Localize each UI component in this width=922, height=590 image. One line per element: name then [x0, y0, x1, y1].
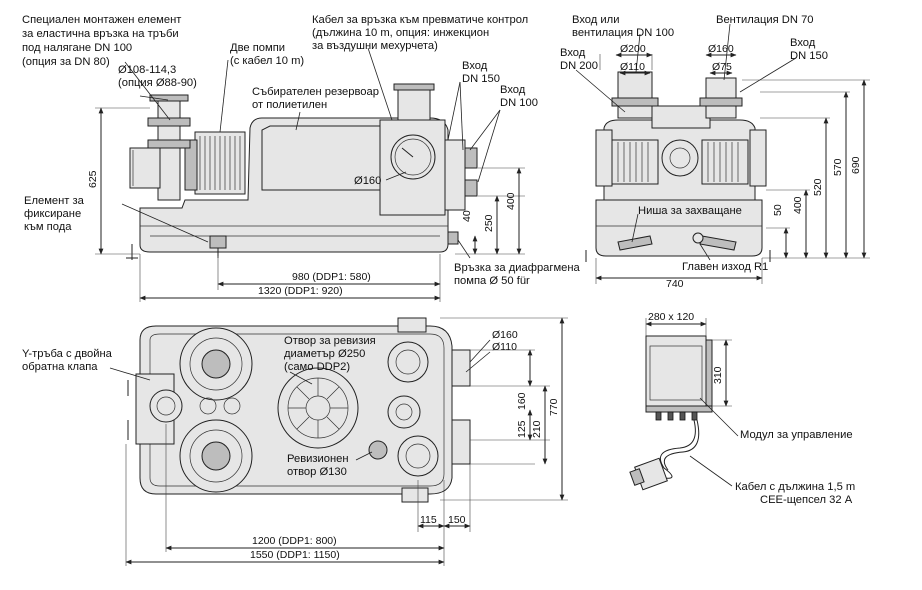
label-inlet-dn150: Вход DN 150	[462, 60, 500, 85]
dim-625: 625	[87, 170, 99, 188]
dim-310: 310	[712, 366, 724, 384]
label-diaphragm: Връзка за диафрагмена помпа Ø 50 für	[454, 262, 583, 287]
dim-1320: 1320 (DDP1: 920)	[258, 285, 343, 297]
label-inlet-dn150-right: Вход DN 150	[790, 37, 828, 62]
label-dia-110-plan: Ø110	[492, 341, 517, 353]
plan-view: 770 210 160 125 115 150 1200 (DDP1: 800)…	[109, 317, 568, 566]
label-y-pipe: Y-тръба с двойна обратна клапа	[22, 348, 115, 373]
dim-740: 740	[666, 278, 684, 290]
label-two-pumps: Две помпи (с кабел 10 m)	[230, 42, 304, 67]
dim-520: 520	[812, 178, 824, 196]
dim-50: 50	[772, 204, 784, 216]
label-main-outlet: Главен изход R1	[682, 261, 768, 273]
label-inlet-dn200: Вход DN 200	[560, 47, 598, 72]
dim-690: 690	[850, 156, 862, 174]
label-flange-diameter: Ø108-114,3 (опция Ø88-90)	[118, 64, 197, 89]
label-grip-niche: Ниша за захващане	[638, 205, 742, 217]
dim-1550: 1550 (DDP1: 1150)	[250, 549, 340, 561]
dim-125: 125	[516, 420, 528, 438]
label-dia-160-top: Ø160	[708, 43, 734, 55]
label-revision-opening: Ревизионен отвор Ø130	[287, 453, 352, 478]
dim-400-side: 400	[505, 192, 517, 210]
dim-210: 210	[531, 420, 543, 438]
label-mount-element: Специален монтажен елемент за еластична …	[22, 14, 185, 68]
dim-1200: 1200 (DDP1: 800)	[252, 535, 337, 547]
label-dia-160-plan: Ø160	[492, 329, 518, 341]
control-module: 280 x 120 310	[629, 311, 739, 491]
dim-250: 250	[483, 214, 495, 232]
label-dia-160-side: Ø160	[354, 175, 381, 187]
dim-980: 980 (DDP1: 580)	[292, 271, 371, 283]
label-tank: Събирателен резервоар от полиетилен	[252, 86, 382, 111]
label-inlet-or-vent: Вход или вентилация DN 100	[572, 14, 674, 39]
side-view: 625 400 250 40 980 (DDP1: 580) 1320 (DDP…	[87, 47, 525, 302]
label-dia-75: Ø75	[712, 61, 732, 73]
dim-115: 115	[420, 514, 437, 526]
label-inlet-dn100: Вход DN 100	[500, 84, 538, 109]
dim-280x120: 280 x 120	[648, 311, 694, 323]
dim-570: 570	[832, 158, 844, 176]
dim-160: 160	[516, 392, 528, 410]
label-control-module: Модул за управление	[740, 429, 853, 441]
dim-770: 770	[548, 398, 560, 416]
dim-400-front: 400	[792, 196, 804, 214]
label-cable-pneumatic: Кабел за връзка към превматиче контрол (…	[312, 14, 531, 52]
dim-150: 150	[448, 514, 466, 526]
label-cable-cee: Кабел с дължина 1,5 m CEE-щепсел 32 A	[735, 481, 858, 506]
label-dia-110: Ø110	[620, 61, 645, 73]
dim-40: 40	[461, 210, 473, 222]
label-dia-200: Ø200	[620, 43, 646, 55]
label-vent-dn70: Вентилация DN 70	[716, 14, 814, 26]
label-floor-fix: Елемент за фиксиране към пода	[24, 195, 87, 233]
label-inspection-opening: Отвор за ревизия диаметър Ø250 (само DDP…	[284, 335, 379, 373]
front-view: 690 570 520 400 50 740	[575, 23, 870, 290]
